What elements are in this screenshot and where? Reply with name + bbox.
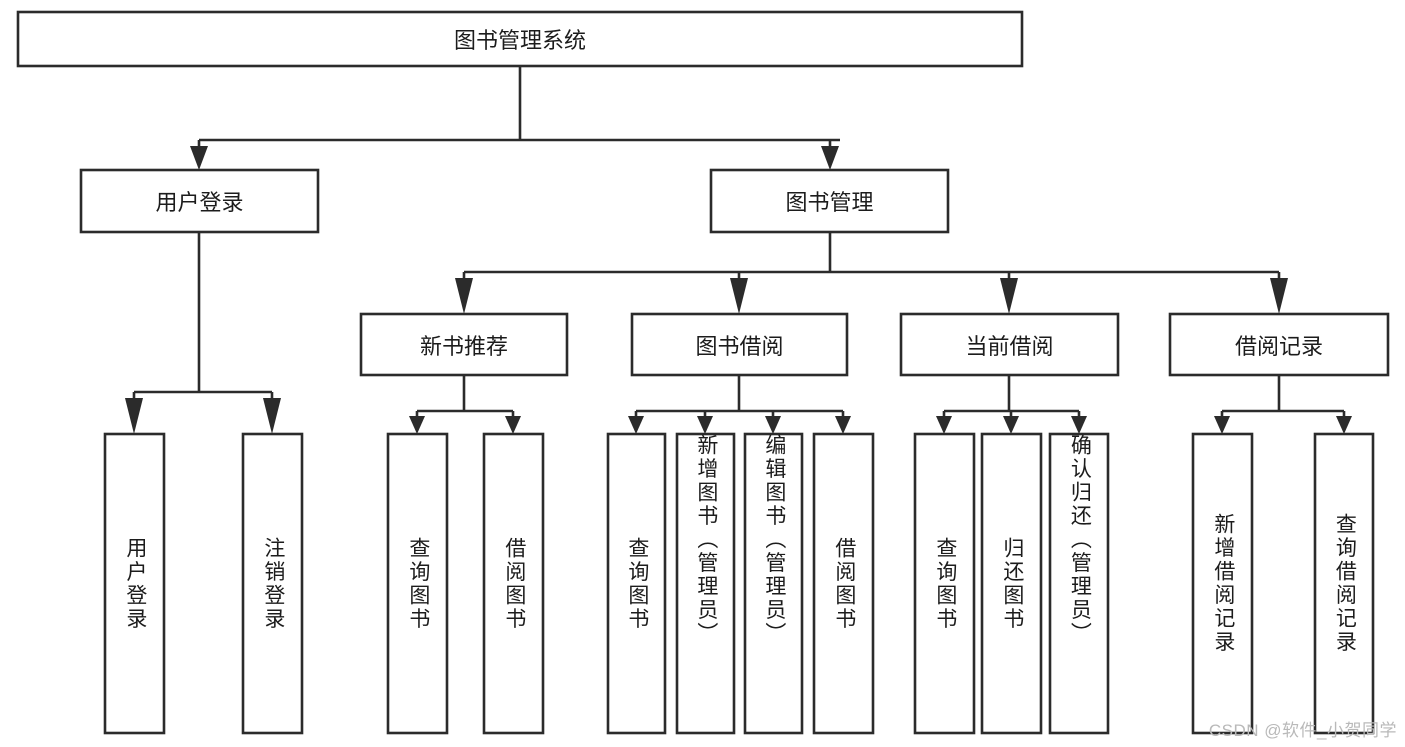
node-leaf-query-book-1[interactable] [386, 432, 449, 735]
arrowhead-leaf-add-book [697, 416, 713, 434]
arrowhead-leaf-query-book-1 [409, 416, 425, 434]
arrowhead-current-borrow [1000, 278, 1018, 314]
arrowhead-leaf-user-login [125, 398, 143, 434]
node-leaf-query-book-3[interactable] [913, 432, 976, 735]
node-leaf-return-book[interactable] [980, 432, 1043, 735]
node-leaf-query-record[interactable] [1313, 432, 1375, 735]
node-borrow-records[interactable] [1168, 312, 1390, 377]
node-leaf-confirm-return[interactable] [1048, 432, 1110, 735]
node-leaf-query-book-2[interactable] [606, 432, 667, 735]
node-leaf-borrow-book-2[interactable] [812, 432, 875, 735]
node-leaf-add-record[interactable] [1191, 432, 1254, 735]
arrowhead-leaf-query-book-3 [936, 416, 952, 434]
arrowhead-leaf-query-book-2 [628, 416, 644, 434]
node-book-management[interactable] [709, 168, 950, 234]
node-book-borrow[interactable] [630, 312, 849, 377]
arrowhead-leaf-edit-book [765, 416, 781, 434]
arrowhead-book-borrow [730, 278, 748, 314]
arrowhead-leaf-borrow-book-1 [505, 416, 521, 434]
arrowhead-leaf-return-book [1003, 416, 1019, 434]
node-leaf-user-login[interactable] [103, 432, 166, 735]
arrowhead-leaf-logout [263, 398, 281, 434]
arrowhead-new-book-recommend [455, 278, 473, 314]
nodes-layer [16, 10, 1390, 735]
node-current-borrow[interactable] [899, 312, 1120, 377]
node-user-login[interactable] [79, 168, 320, 234]
arrowhead-leaf-query-record [1336, 416, 1352, 434]
arrowhead-borrow-records [1270, 278, 1288, 314]
arrowhead-leaf-confirm-return [1071, 416, 1087, 434]
csdn-watermark: CSDN @软件_小贺同学 [1208, 721, 1397, 740]
node-leaf-borrow-book-1[interactable] [482, 432, 545, 735]
connectors-layer [125, 66, 1352, 434]
node-new-book-recommend[interactable] [359, 312, 569, 377]
arrowhead-user-login [190, 146, 208, 170]
node-root[interactable] [16, 10, 1024, 68]
arrowhead-leaf-borrow-book-2 [835, 416, 851, 434]
arrowhead-leaf-add-record [1214, 416, 1230, 434]
arrowhead-book-mgmt [821, 146, 839, 170]
node-leaf-add-book[interactable] [675, 432, 736, 735]
node-leaf-logout[interactable] [241, 432, 304, 735]
node-leaf-edit-book[interactable] [743, 432, 804, 735]
